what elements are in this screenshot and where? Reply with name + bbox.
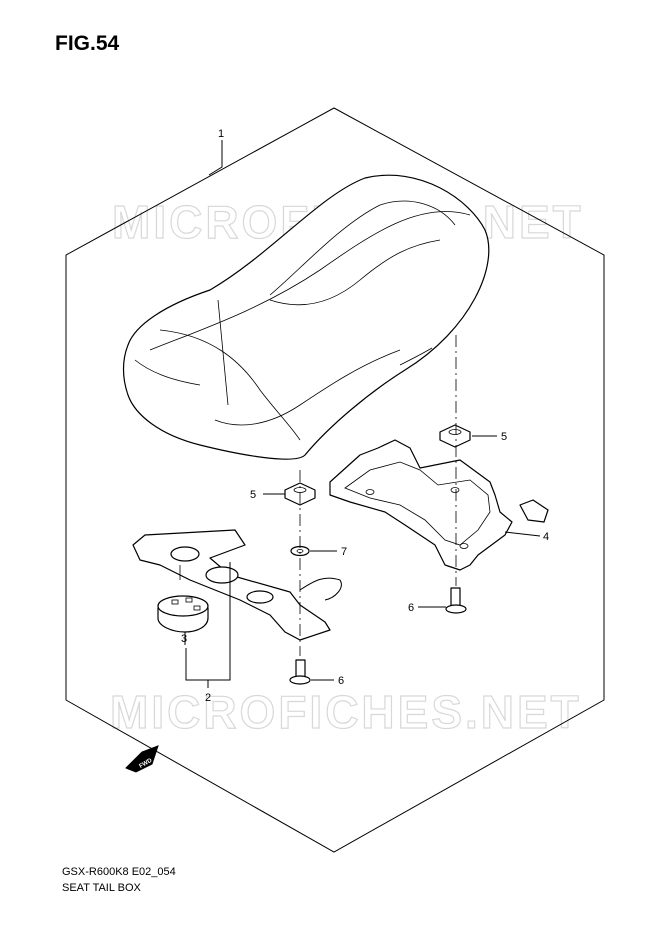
callout-1: 1 xyxy=(218,128,224,140)
callout-3: 3 xyxy=(181,633,187,645)
figure-name: SEAT TAIL BOX xyxy=(62,882,141,894)
forward-arrow-icon: FWD xyxy=(125,745,159,773)
tail-box-bracket xyxy=(329,439,549,571)
bolt-left xyxy=(289,659,311,685)
nut-upper xyxy=(439,424,471,448)
seat-tail-cover xyxy=(122,174,490,460)
leader-4 xyxy=(504,531,541,537)
callout-2: 2 xyxy=(205,692,211,704)
callout-6-right: 6 xyxy=(408,602,414,614)
callout-6-left: 6 xyxy=(338,675,344,687)
callout-7: 7 xyxy=(341,546,347,558)
rubber-cushion xyxy=(157,595,209,633)
leader-1 xyxy=(208,140,223,176)
bolt-right xyxy=(445,587,467,614)
figure-code: GSX-R600K8 E02_054 xyxy=(62,866,176,878)
watermark-lower: MICROFICHES.NET xyxy=(110,686,582,738)
figure-title: FIG.54 xyxy=(55,32,120,55)
callout-5-lower: 5 xyxy=(250,489,256,501)
callout-5-upper: 5 xyxy=(501,431,507,443)
assembly-boundary-hexagon xyxy=(65,107,605,853)
callout-4: 4 xyxy=(543,531,549,543)
